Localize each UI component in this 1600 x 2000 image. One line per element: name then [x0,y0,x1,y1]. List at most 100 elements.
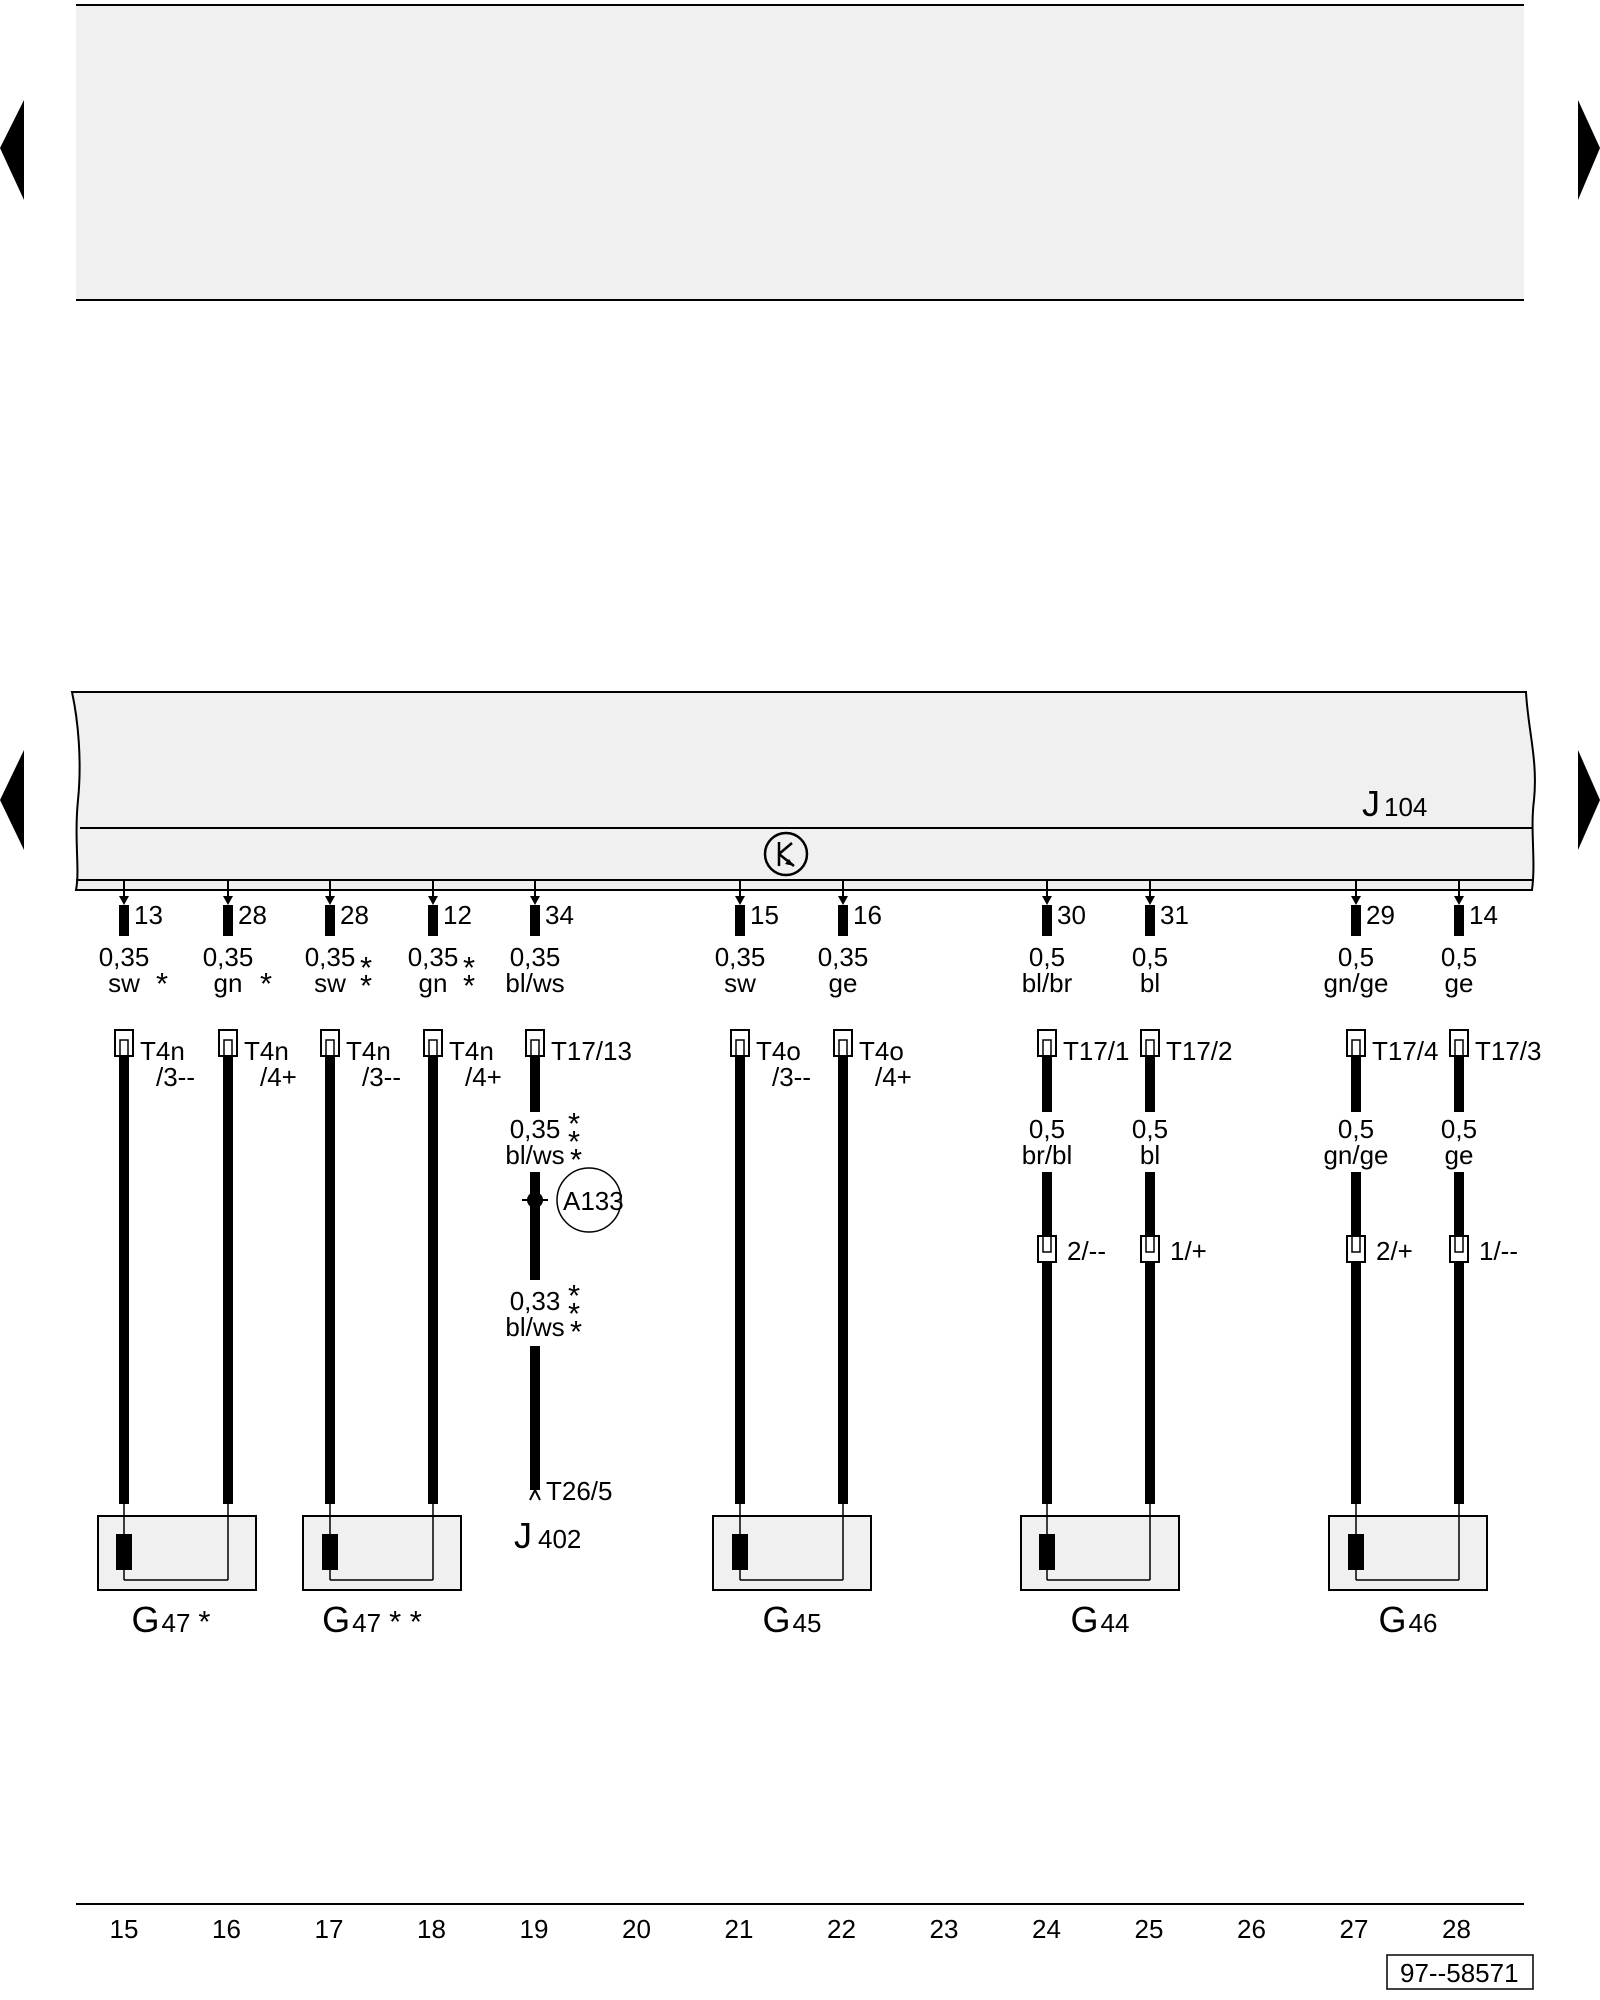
connector-icon [218,1029,238,1057]
wire-color: bl/ws [505,1140,564,1170]
variant-mark: * [568,1106,580,1141]
connector-icon [1140,1029,1160,1057]
connector-sub-label: /4+ [260,1062,297,1092]
connector-sub-label: /3-- [156,1062,195,1092]
connector-label: T4n [346,1036,391,1066]
pin-arrow-icon [1454,896,1464,905]
ruler-number: 28 [1442,1914,1471,1944]
pin-arrow-icon [1351,896,1361,905]
junction-label: A133 [563,1186,624,1216]
pin-arrow-icon [530,896,540,905]
connector-icon [423,1029,443,1057]
connector-sub-label: /3-- [772,1062,811,1092]
connector-icon [1037,1029,1057,1057]
connector-sub-label: /4+ [875,1062,912,1092]
sensor-g47-variant2: G47* * [302,1504,462,1640]
wire-color: sw [314,968,346,998]
sensor-g44: G44 [1020,1504,1180,1640]
connector-icon [525,1029,545,1057]
pin-number: 14 [1469,900,1498,930]
variant-mark: * [260,966,272,1001]
connector-label: T17/4 [1372,1036,1439,1066]
wire-size: 0,35 [510,942,561,972]
wire-color: bl/br [1022,968,1073,998]
variant-mark: * [568,1296,580,1331]
wire-size: 0,5 [1029,1114,1065,1144]
wire-size: 0,35 [203,942,254,972]
page-prev-arrow-top[interactable] [0,100,24,200]
connector-sub-label: /3-- [362,1062,401,1092]
sensor-element-icon [1039,1534,1055,1570]
variant-mark: * [463,950,475,985]
pin-arrow-icon [428,896,438,905]
variant-mark: * [568,1278,580,1313]
wire-size: 0,35 [510,1114,561,1144]
connector-icon [1346,1029,1366,1057]
sensor-label: G45 [763,1599,822,1640]
variant-mark: * [463,968,475,1003]
ruler-number: 20 [622,1914,651,1944]
connector-label: T4n [140,1036,185,1066]
wire-color: ge [829,968,858,998]
pin-number: 15 [750,900,779,930]
wire-color: bl/ws [505,968,564,998]
diagram-id-box [1386,1954,1534,1990]
j402-pin-label: T26/5 [546,1476,613,1506]
connector-label: T17/1 [1063,1036,1130,1066]
sensor-label: G46 [1379,1599,1438,1640]
wire-size: 0,35 [408,942,459,972]
control-unit-j104-body [70,691,1536,891]
variant-mark: * [156,966,168,1001]
wire-size: 0,5 [1132,1114,1168,1144]
sensor-pin-label: 2/-- [1067,1236,1106,1266]
wire-color: ge [1445,1140,1474,1170]
sensors-layer: G47* G47* * G45 G44 G46 [97,1504,1488,1640]
sensor-pin-label: 2/+ [1376,1236,1413,1266]
connector-icon [1449,1235,1469,1263]
sensor-label: G47* * [322,1599,422,1640]
connector-label: T17/3 [1475,1036,1542,1066]
sensor-g47-variant1: G47* [97,1504,257,1640]
connector-icon [1037,1235,1057,1263]
pin-number: 13 [134,900,163,930]
wire-color: gn/ge [1323,968,1388,998]
connector-sub-label: /4+ [465,1062,502,1092]
sensor-label: G44 [1071,1599,1130,1640]
connector-label: T17/13 [551,1036,632,1066]
wire-size: 0,5 [1029,942,1065,972]
pin-end-icon [529,1487,541,1501]
variant-mark: * [360,968,372,1003]
wire-size: 0,33 [510,1286,561,1316]
connector-icon [730,1029,750,1057]
page-next-arrow-bottom[interactable] [1578,750,1600,850]
pin-arrow-icon [119,896,129,905]
variant-mark: * [360,950,372,985]
wire-color: gn [214,968,243,998]
connector-icon [1140,1235,1160,1263]
pin-number: 12 [443,900,472,930]
wire-size: 0,35 [715,942,766,972]
electronic-component-symbol [763,831,809,877]
page-next-arrow-top[interactable] [1578,100,1600,200]
pin-arrow-icon [223,896,233,905]
ruler-number: 18 [417,1914,446,1944]
pin-number: 31 [1160,900,1189,930]
top-panel [76,6,1524,300]
wire-color: gn [419,968,448,998]
wire-size: 0,5 [1441,1114,1477,1144]
wire-size: 0,5 [1441,942,1477,972]
pin-arrow-icon [1042,896,1052,905]
page-prev-arrow-bottom[interactable] [0,750,24,850]
wire-size: 0,35 [99,942,150,972]
wire-size: 0,5 [1338,1114,1374,1144]
